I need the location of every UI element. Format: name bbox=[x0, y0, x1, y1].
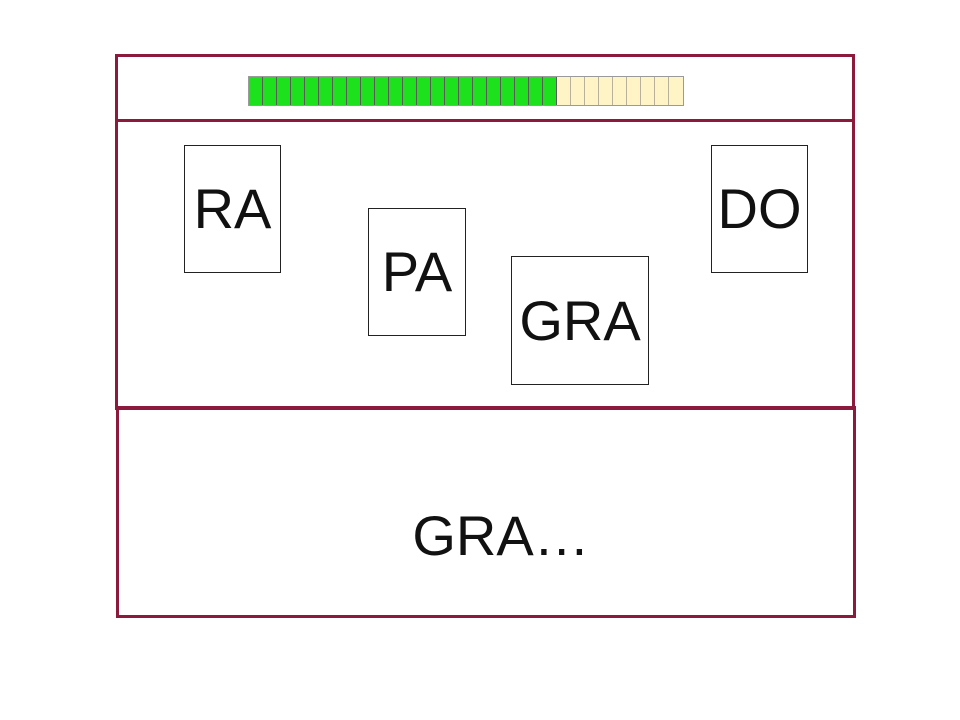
syllable-label: RA bbox=[193, 177, 272, 240]
progress-segment-empty bbox=[585, 77, 599, 105]
progress-segment-filled bbox=[361, 77, 375, 105]
progress-segment-empty bbox=[613, 77, 627, 105]
progress-segment-empty bbox=[655, 77, 669, 105]
answer-word: GRA… bbox=[412, 504, 590, 567]
progress-segment-filled bbox=[319, 77, 333, 105]
progress-segment-filled bbox=[515, 77, 529, 105]
progress-segment-filled bbox=[403, 77, 417, 105]
progress-segment-filled bbox=[291, 77, 305, 105]
progress-segment-filled bbox=[459, 77, 473, 105]
progress-segment-filled bbox=[263, 77, 277, 105]
progress-segment-filled bbox=[375, 77, 389, 105]
progress-segment-empty bbox=[641, 77, 655, 105]
progress-segment-empty bbox=[599, 77, 613, 105]
progress-segment-empty bbox=[627, 77, 641, 105]
progress-segment-filled bbox=[473, 77, 487, 105]
syllable-label: PA bbox=[381, 240, 453, 303]
progress-segment-filled bbox=[487, 77, 501, 105]
syllable-card-pa[interactable]: PA bbox=[368, 208, 466, 336]
syllable-card-ra[interactable]: RA bbox=[184, 145, 281, 273]
progress-segment-filled bbox=[333, 77, 347, 105]
syllable-card-do[interactable]: DO bbox=[711, 145, 808, 273]
syllable-card-gra[interactable]: GRA bbox=[511, 256, 649, 385]
progress-segment-empty bbox=[669, 77, 683, 105]
progress-segment-filled bbox=[305, 77, 319, 105]
progress-segment-filled bbox=[389, 77, 403, 105]
progress-segment-filled bbox=[347, 77, 361, 105]
progress-segment-filled bbox=[249, 77, 263, 105]
progress-segment-filled bbox=[417, 77, 431, 105]
progress-bar bbox=[248, 76, 684, 106]
progress-segment-empty bbox=[557, 77, 571, 105]
progress-segment-filled bbox=[445, 77, 459, 105]
progress-segment-filled bbox=[543, 77, 557, 105]
progress-segment-empty bbox=[571, 77, 585, 105]
progress-segment-filled bbox=[501, 77, 515, 105]
syllable-label: GRA bbox=[519, 288, 641, 352]
progress-segment-filled bbox=[431, 77, 445, 105]
syllable-label: DO bbox=[717, 177, 802, 240]
progress-segment-filled bbox=[529, 77, 543, 105]
answer-panel bbox=[116, 406, 856, 618]
progress-segment-filled bbox=[277, 77, 291, 105]
